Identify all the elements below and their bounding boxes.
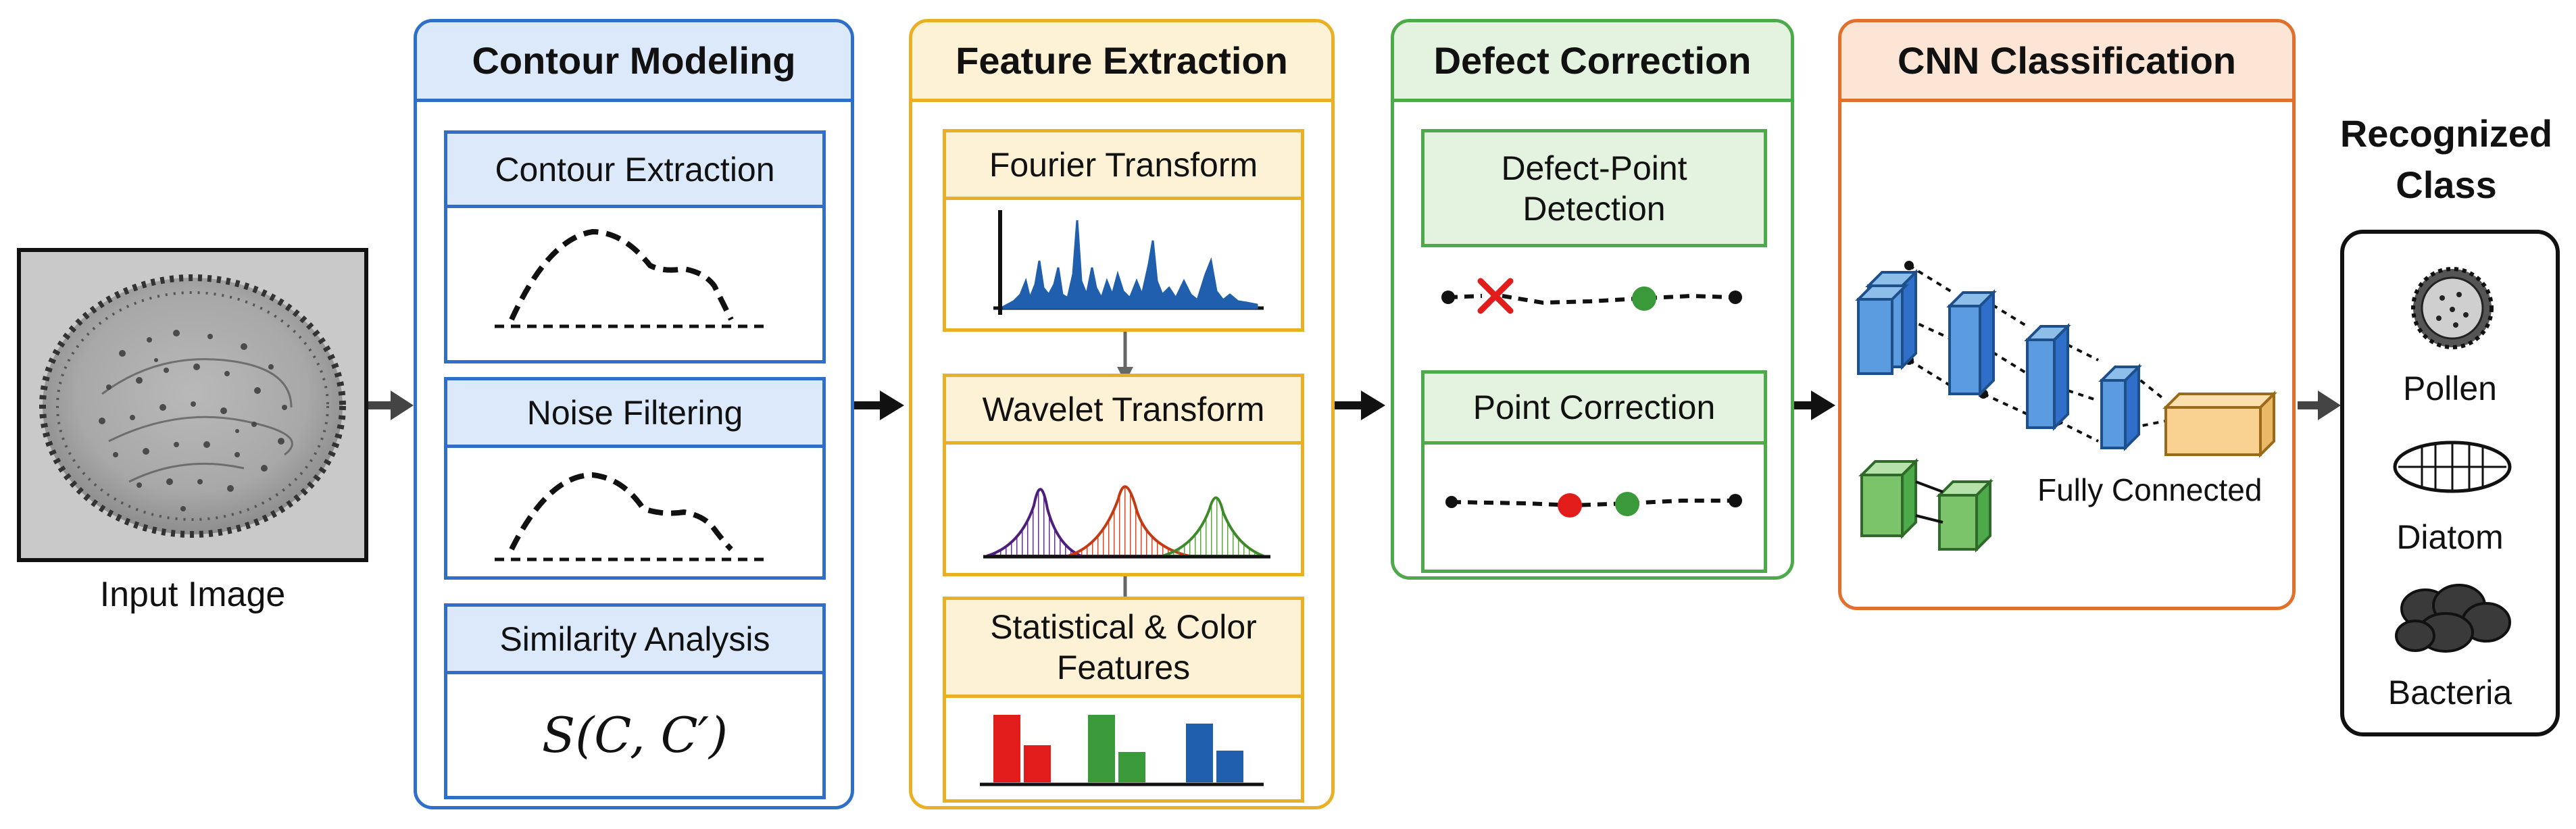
class-label-pollen: Pollen	[2403, 370, 2497, 407]
stage-title: Feature Extraction	[912, 22, 1331, 102]
sub-title: Statistical & Color Features	[946, 600, 1301, 698]
stage-title: Contour Modeling	[417, 22, 851, 102]
sub-title: Fourier Transform	[946, 132, 1301, 200]
sub-contour-extraction: Contour Extraction	[444, 130, 826, 363]
stage-title: Defect Correction	[1394, 22, 1791, 102]
conv-layer-3	[2024, 323, 2071, 431]
filtered-curve-icon	[495, 472, 765, 561]
point-correction-icon	[1445, 492, 1742, 518]
sub-title: Similarity Analysis	[447, 607, 822, 674]
defect-x-mark	[1477, 278, 1514, 314]
sub-noise-filtering: Noise Filtering	[444, 377, 826, 580]
input-image-label: Input Image	[99, 575, 286, 614]
conv-layer-1	[1855, 269, 1919, 375]
fully-connected-block	[2162, 391, 2277, 458]
sub-title: Point Correction	[1425, 374, 1764, 445]
arrow-defect-to-cnn	[1793, 391, 1835, 420]
stage-contour-modeling: Contour Modeling Contour Extraction Nois…	[414, 19, 854, 809]
class-label-bacteria: Bacteria	[2387, 674, 2512, 711]
arrow-feature-to-defect	[1333, 391, 1385, 420]
arrow-cnn-to-output	[2298, 391, 2341, 420]
green-layer-1	[1858, 458, 1919, 539]
sub-title: Wavelet Transform	[946, 377, 1301, 445]
stage-cnn-classification: CNN Classification	[1838, 19, 2296, 610]
diatom-icon	[2393, 441, 2512, 493]
contour-curve-icon	[495, 228, 765, 328]
sub-point-correction: Point Correction	[1421, 370, 1767, 573]
pollen-icon	[2411, 267, 2494, 349]
input-image	[17, 248, 368, 562]
sub-similarity-analysis: Similarity Analysis S(C, C′)	[444, 603, 826, 799]
green-layer-2	[1936, 478, 1993, 553]
conv-layer-2	[1946, 289, 1997, 397]
output-title: Recognized Class	[2339, 112, 2553, 206]
stage-feature-extraction: Feature Extraction Fourier Transform Wav…	[909, 19, 1335, 809]
stage-title: CNN Classification	[1841, 22, 2292, 102]
defect-detection-icon	[1441, 278, 1742, 314]
sub-statistical-color-features: Statistical & Color Features	[943, 597, 1304, 803]
class-label-diatom: Diatom	[2396, 518, 2504, 556]
sub-fourier-transform: Fourier Transform	[943, 129, 1304, 332]
arrow-contour-to-feature	[853, 391, 904, 420]
arrow-input-to-contour	[368, 391, 414, 420]
recognized-class-box: Pollen Diatom Bacteria	[2340, 230, 2560, 736]
sub-wavelet-transform: Wavelet Transform	[943, 374, 1304, 576]
sub-title: Defect-Point Detection	[1501, 149, 1687, 228]
fully-connected-label: Fully Connected	[2037, 472, 2262, 507]
conv-layer-4	[2098, 363, 2142, 451]
feature-histogram-icon	[980, 715, 1264, 786]
sub-defect-point-detection: Defect-Point Detection	[1421, 129, 1767, 247]
sub-title: Noise Filtering	[447, 380, 822, 448]
fourier-spectrum-icon	[993, 210, 1264, 315]
stage-defect-correction: Defect Correction Defect-Point Detection…	[1391, 19, 1794, 580]
similarity-formula: S(C, C′)	[541, 707, 728, 763]
sub-title: Contour Extraction	[447, 134, 822, 208]
pollen-micrograph	[39, 274, 346, 538]
bacteria-icon	[2395, 584, 2511, 653]
wavelet-coefficients-icon	[983, 485, 1270, 559]
cnn-architecture-icon	[1855, 261, 2277, 553]
